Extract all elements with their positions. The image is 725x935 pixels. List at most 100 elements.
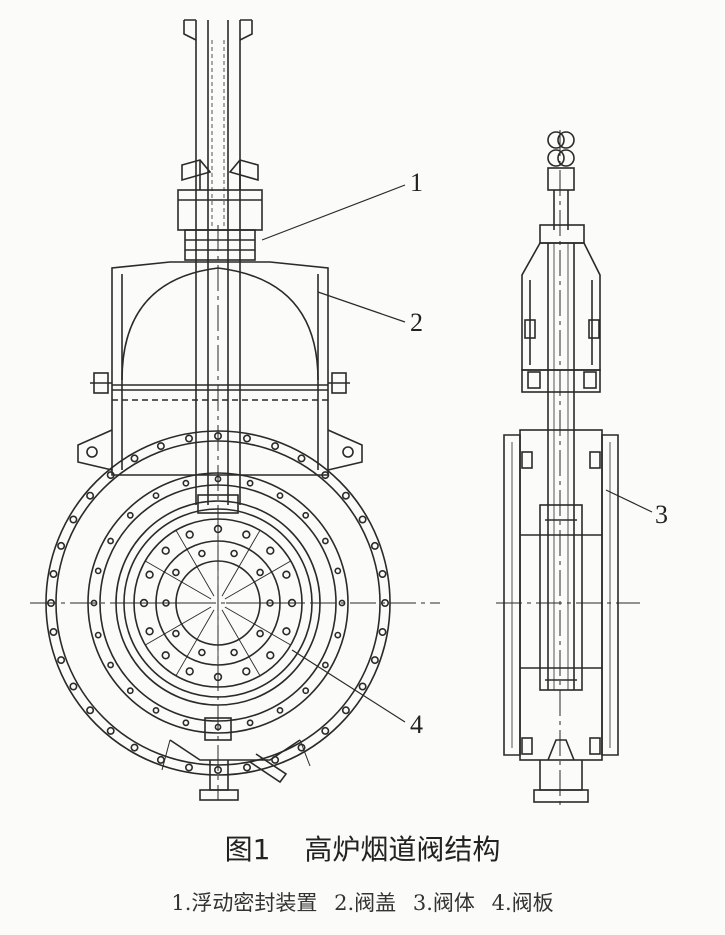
bolt-hole <box>243 763 252 772</box>
gate-hole <box>242 530 251 539</box>
bolt-hole <box>126 511 134 519</box>
bolt-hole <box>86 706 95 715</box>
bolt-hole <box>156 442 165 451</box>
bolt-hole <box>334 567 342 575</box>
front-view <box>30 19 440 801</box>
callout-1: 1 <box>410 168 423 197</box>
bolt-hole <box>57 541 66 550</box>
gate-rib <box>224 606 291 646</box>
gate-rib <box>221 609 261 676</box>
bolt-hole <box>214 723 222 731</box>
valve-drawing <box>30 19 653 810</box>
bolt-hole <box>321 726 330 735</box>
bolt-hole <box>378 569 387 578</box>
leader-lines <box>261 184 653 723</box>
bolt-hole <box>86 491 95 500</box>
gate-hole <box>198 549 206 558</box>
gate-hole <box>266 546 275 555</box>
figure-title: 高炉烟道阀结构 <box>304 833 501 866</box>
gate-hole <box>172 629 180 638</box>
gate-hole <box>282 627 291 636</box>
gate-hole <box>185 530 194 539</box>
parts-legend: 1.浮动密封装置 2.阀盖 3.阀体 4.阀板 <box>0 887 725 917</box>
gate-ribs <box>134 519 302 687</box>
gate-hole <box>185 667 194 676</box>
bolt-hole <box>246 719 254 727</box>
bolt-hole <box>380 598 389 607</box>
bolt-hole <box>276 707 284 714</box>
gate-rib <box>224 560 291 600</box>
legend-item: 4.阀板 <box>491 891 554 915</box>
gate-rib <box>145 560 212 600</box>
bolt-hole <box>156 755 165 764</box>
bolt-hole <box>370 541 379 550</box>
gate-hole <box>230 549 238 558</box>
gate-hole <box>161 546 170 555</box>
gate-hole <box>172 568 180 577</box>
bolt-hole <box>49 569 58 578</box>
bolt-hole <box>243 434 252 443</box>
gate-hole <box>242 667 251 676</box>
gate-rib <box>145 606 212 646</box>
bolt-hole <box>130 454 139 463</box>
figure-caption: 图1 高炉烟道阀结构 <box>0 828 725 868</box>
bolt-hole <box>185 763 194 772</box>
bolt-hole <box>271 442 280 451</box>
bolt-hole <box>107 537 114 545</box>
bolt-hole <box>69 515 78 524</box>
bolt-hole <box>90 599 98 607</box>
bolt-hole <box>297 454 306 463</box>
figure-label: 图1 <box>224 833 271 866</box>
gate-hole <box>256 629 264 638</box>
bolt-hole <box>214 475 222 483</box>
bolt-hole <box>214 431 223 440</box>
callout-3: 3 <box>655 500 668 529</box>
bolt-hole <box>321 661 329 669</box>
bolt-hole <box>126 687 134 695</box>
bolt-hole <box>338 599 346 607</box>
bolt-hole <box>246 479 254 487</box>
bolt-hole <box>302 687 310 695</box>
bolt-hole <box>94 567 102 575</box>
bolt-hole <box>106 471 115 480</box>
gate-hole <box>145 627 154 636</box>
bolt-hole <box>321 537 329 545</box>
gate-rib <box>175 609 215 676</box>
bolt-hole <box>302 511 310 519</box>
callout-2: 2 <box>410 308 423 337</box>
gate-hole <box>230 648 238 657</box>
gate-hole <box>282 570 291 579</box>
bolt-hole <box>107 661 114 669</box>
bolt-hole <box>49 627 58 636</box>
bolt-hole <box>358 515 367 524</box>
bolt-hole <box>46 598 55 607</box>
bolt-hole <box>152 492 160 499</box>
gate-hole <box>198 648 206 657</box>
flange-bolt-holes <box>46 431 389 774</box>
callout-4: 4 <box>410 710 423 739</box>
bolt-hole <box>378 627 387 636</box>
bolt-hole <box>321 471 330 480</box>
gate-rib <box>175 530 215 597</box>
bolt-hole <box>370 656 379 665</box>
gate-hole <box>266 651 275 660</box>
bolt-hole <box>57 656 66 665</box>
legend-item: 1.浮动密封装置 <box>171 891 318 915</box>
legend-item: 2.阀盖 <box>334 891 397 915</box>
legend-item: 3.阀体 <box>412 891 475 915</box>
bolt-hole <box>130 743 139 752</box>
bolt-hole <box>69 682 78 691</box>
gate-rib <box>221 530 261 597</box>
gate-hole <box>161 651 170 660</box>
bolt-hole <box>341 706 350 715</box>
bolt-hole <box>182 479 190 487</box>
bolt-hole <box>214 765 223 774</box>
bolt-hole <box>182 719 190 727</box>
bolt-hole <box>341 491 350 500</box>
bolt-hole <box>358 682 367 691</box>
bolt-hole <box>334 631 342 639</box>
bolt-hole <box>106 726 115 735</box>
bonnet-outline <box>111 261 329 476</box>
bolt-hole <box>94 631 102 639</box>
